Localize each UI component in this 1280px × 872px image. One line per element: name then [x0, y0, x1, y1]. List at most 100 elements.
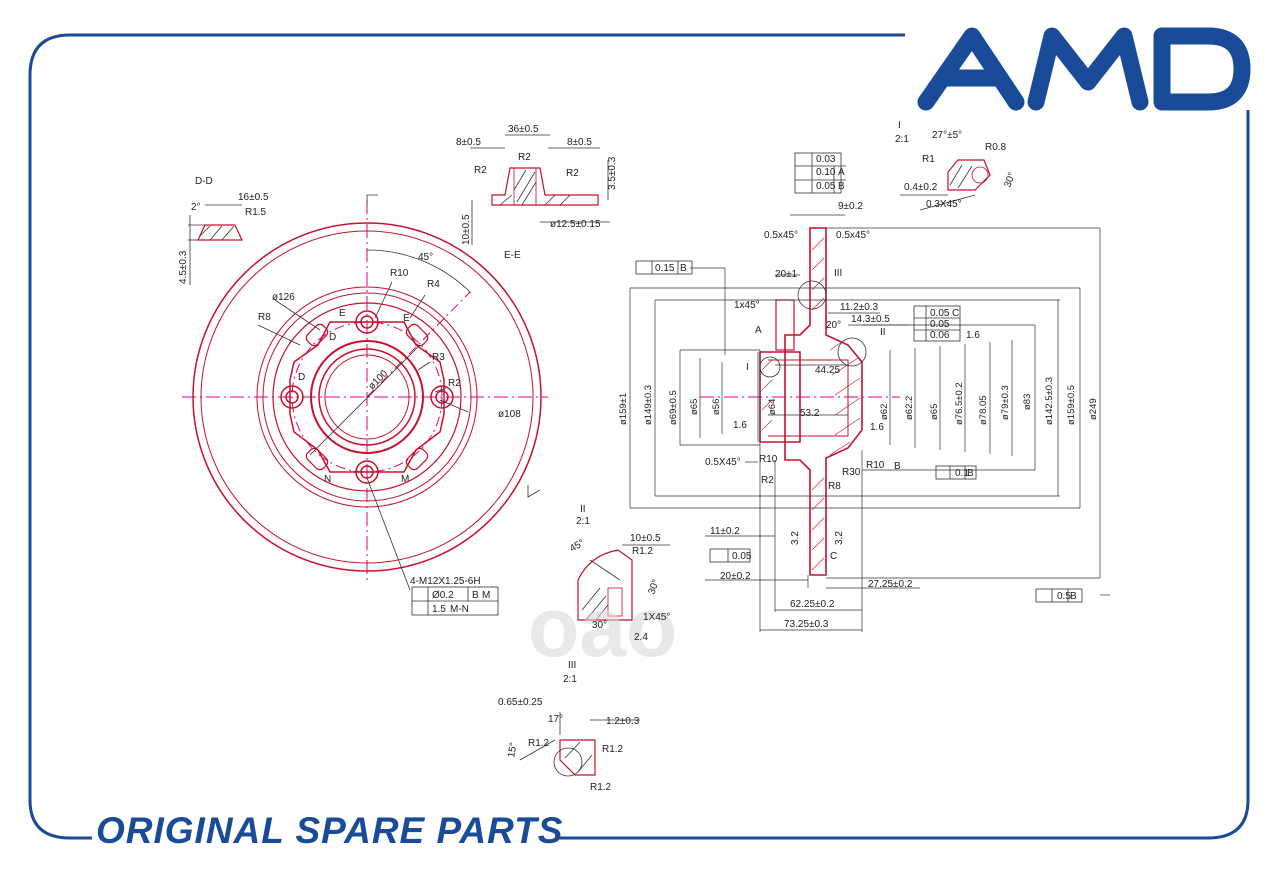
detail-i-angle: 27°±5°: [932, 130, 962, 141]
sv-angle-20: 20°: [826, 320, 841, 331]
stud-hole-right: [430, 385, 454, 409]
sv-d56: ø56: [711, 399, 722, 415]
sv-dim-73: 73.25±0.3: [784, 619, 829, 630]
stud-hole-top: [355, 310, 379, 334]
sv-dim-11-2: 11±0.2: [710, 526, 740, 537]
sv-len-53: 53.2: [800, 408, 820, 419]
detail-i-title: I: [898, 120, 901, 131]
sv-dim-27: 27.25±0.2: [868, 579, 913, 590]
sv-r2: R2: [761, 475, 774, 486]
ee-left: 8±0.5: [456, 137, 481, 148]
disc-hat-3: [272, 302, 462, 492]
detail-i-radius-b: R1: [922, 154, 935, 165]
sv-datum-b: B: [894, 461, 901, 472]
fv-r4: R4: [427, 279, 440, 290]
detail-ii-angle-a: 45°: [568, 538, 587, 555]
amd-logo: [917, 27, 1251, 111]
disc-outer-2: [200, 230, 534, 564]
sv-par-datum: A: [838, 167, 845, 178]
dd-angle: 2°: [191, 202, 201, 213]
dd-title: D-D: [195, 176, 213, 187]
dd-height: 4.5±0.3: [178, 250, 189, 284]
detail-ii-scale: 2:1: [576, 516, 590, 527]
detail-ii-angle-c: 30°: [592, 620, 607, 631]
disc-hat-2: [262, 292, 472, 502]
ee-title: E-E: [504, 250, 521, 261]
detail-i-offset: 0.4±0.2: [904, 182, 938, 193]
hub-bore-outer: [310, 340, 424, 454]
ee-height: 3.5±0.3: [607, 156, 618, 190]
sv-tol-c: 0.06: [930, 330, 950, 341]
sv-d149: ø149±0.3: [643, 385, 654, 425]
ee-top: 36±0.5: [508, 124, 539, 135]
sv-r8: R8: [828, 481, 841, 492]
detail-ii-drawing: [577, 544, 670, 621]
sv-d159-1: ø159±1: [618, 393, 629, 425]
sv-rough-c: 1.6: [870, 422, 884, 433]
fv-bore-circle: ø108: [498, 409, 521, 420]
detail-i-angle-b: 30°: [1002, 171, 1018, 189]
watermark-logo: oao: [528, 590, 677, 670]
sv-flat2: 0.05: [732, 551, 752, 562]
fv-r8: R8: [258, 312, 271, 323]
sv-d142: ø142.5±0.3: [1044, 377, 1055, 425]
disc-hat-1: [256, 286, 478, 508]
fv-sym-value: 1.5: [432, 604, 446, 615]
ee-depth: 10±0.5: [461, 214, 472, 245]
detail-iii-title: III: [568, 660, 576, 671]
ee-hole: ø12.5±0.15: [550, 219, 601, 230]
fv-label-m: M: [401, 474, 409, 485]
fv-label-n: N: [324, 474, 331, 485]
ee-r-right: R2: [566, 168, 579, 179]
detail-ii-angle-b: 30°: [646, 578, 662, 596]
fv-position-tol: Ø0.2: [432, 590, 454, 601]
sv-d64: ø64: [767, 399, 778, 415]
sv-dim-20: 20±0.2: [720, 571, 751, 582]
ee-right: 8±0.5: [567, 137, 592, 148]
sv-rough-d: 3.2: [790, 531, 801, 545]
sv-d62-2: ø62.2: [904, 396, 915, 420]
sv-datum-c: C: [830, 551, 837, 562]
disc-outer: [192, 222, 542, 572]
sv-chamfer-05: 0.5X45°: [705, 457, 741, 468]
sv-par-tol: 0.10: [816, 167, 836, 178]
sv-dim-14: 14.3±0.5: [851, 314, 890, 325]
tolerance-frames: [411, 152, 1083, 616]
detail-ii-depth: 2.4: [634, 632, 648, 643]
sv-chamfer-b: 0.5x45°: [836, 230, 870, 241]
sv-run-datum: B: [838, 181, 845, 192]
detail-iii-r1: R1.2: [528, 738, 550, 749]
detail-iii-a: 0.65±0.25: [498, 697, 543, 708]
stud-hole-bottom: [355, 460, 379, 484]
detail-i-chamfer: 0.3X45°: [926, 199, 962, 210]
sv-d69: ø69±0.5: [668, 390, 679, 425]
fv-label-e2: E: [403, 313, 410, 324]
pcd-circle: [291, 321, 443, 473]
sv-detail-ii-mark: II: [880, 327, 886, 338]
sv-d159: ø159±0.5: [1066, 385, 1077, 425]
detail-i-scale: 2:1: [895, 134, 909, 145]
fv-angle: 45°: [418, 252, 433, 263]
sv-d249: ø249: [1088, 398, 1099, 420]
pockets: [305, 323, 429, 471]
sv-r30: R30: [842, 467, 861, 478]
sv-runout-bottom-datum: B: [1070, 591, 1077, 602]
fv-label-e1: E: [339, 308, 346, 319]
sv-d65b: ø65: [929, 404, 940, 420]
ee-r-mid: R2: [518, 152, 531, 163]
sv-len-44: 44.25: [815, 365, 840, 376]
detail-i-drawing: [900, 159, 991, 211]
detail-i-radius-a: R0.8: [985, 142, 1007, 153]
sv-conc-datum: B: [967, 468, 974, 479]
center-line-diag: [366, 291, 471, 398]
front-view: [182, 194, 548, 591]
fv-mod-m: M: [482, 590, 490, 601]
sv-d76: ø76.5±0.2: [954, 382, 965, 425]
hub-flange: [289, 321, 445, 473]
watermark-text: oao: [528, 590, 677, 670]
frame-border-right: [558, 110, 1250, 840]
detail-ii-chamfer: 1X45°: [643, 612, 670, 623]
diameter-lines: [629, 214, 1110, 632]
sv-rough-a: 1.6: [966, 330, 980, 341]
